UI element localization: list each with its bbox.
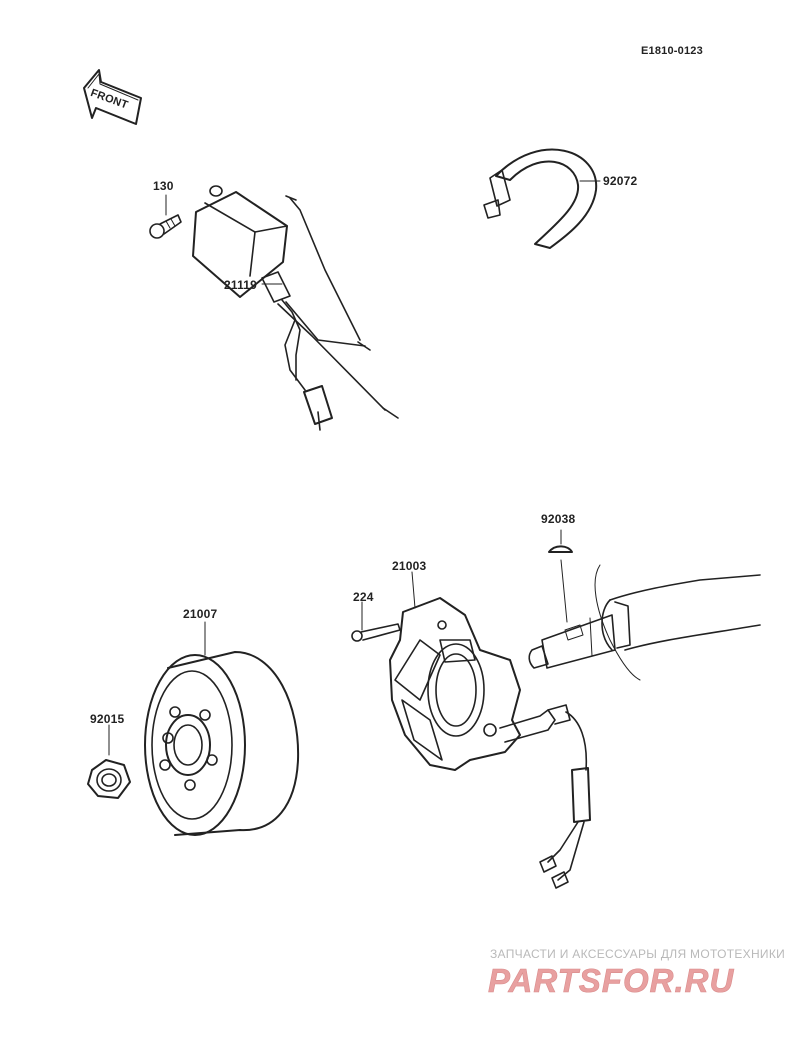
part-number-92015: 92015 [90,712,125,726]
bolt-130-drawing [149,194,182,239]
screw-224-drawing [351,601,401,642]
igniter-unit-drawing [192,185,399,431]
nut-92015-drawing [87,724,131,799]
part-number-92072: 92072 [603,174,638,188]
part-number-21007: 21007 [183,607,218,621]
partsfor-logo: PARTSFOR.RU [488,962,734,1000]
part-number-21119: 21119 [224,278,258,292]
stator-assembly-drawing [389,571,591,889]
watermark-caption: ЗАПЧАСТИ И АКСЕССУАРЫ ДЛЯ МОТОТЕХНИКИ [490,947,786,961]
part-number-92038: 92038 [541,512,576,526]
part-number-224: 224 [353,590,374,604]
diagram-code: E1810-0123 [641,45,703,57]
flywheel-rotor-drawing [144,621,300,836]
woodruff-key-drawing [548,529,573,623]
part-number-21003: 21003 [392,559,427,573]
partsfor-logo-text: PARTSFOR.RU [488,962,734,999]
front-arrow-icon [83,69,142,125]
part-number-130: 130 [153,179,174,193]
band-strap-drawing [483,148,598,249]
crankshaft-drawing [528,564,761,681]
